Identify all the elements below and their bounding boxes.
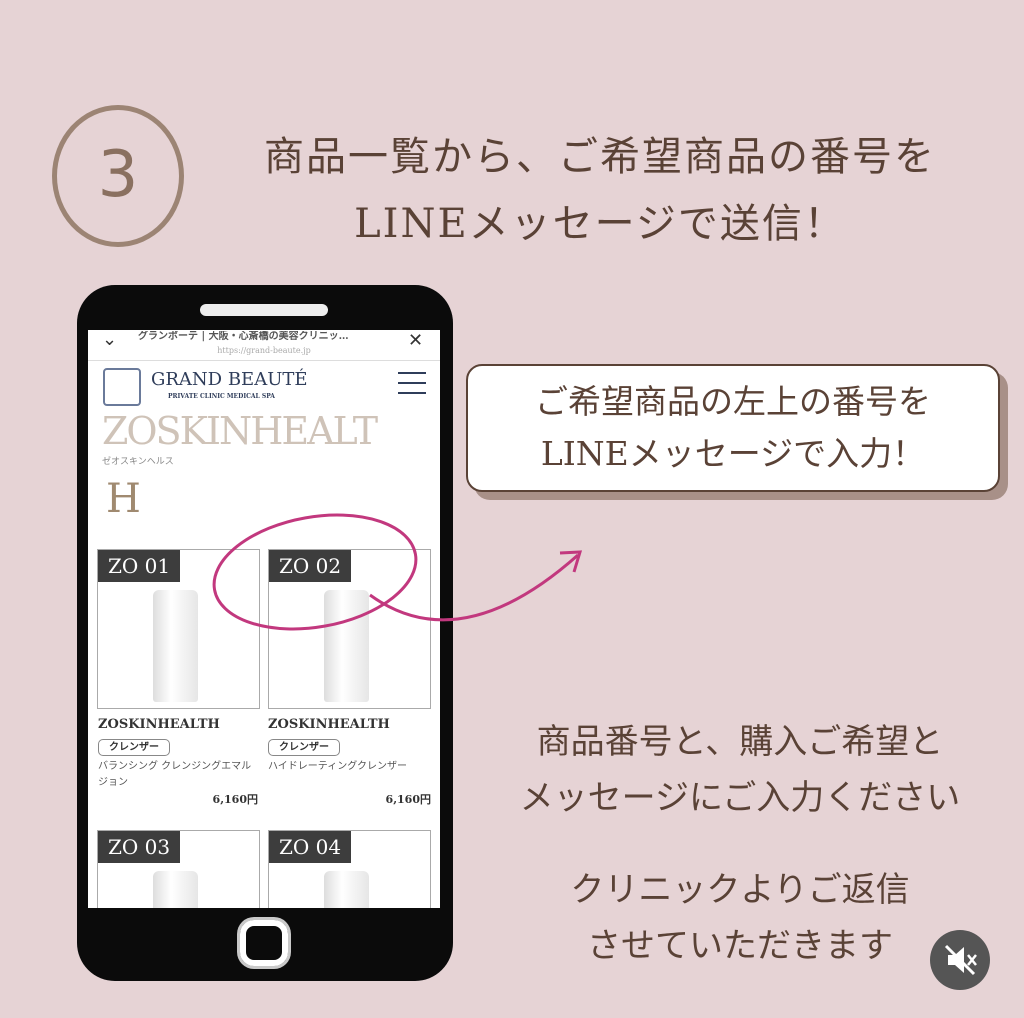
product-image (324, 871, 369, 908)
arrow-head (559, 550, 583, 573)
product-name[interactable]: バランシング クレンジングエマルジョン (98, 761, 252, 788)
logo-mark (103, 368, 141, 406)
subtitle: ゼオスキンヘルス (102, 457, 174, 467)
product-brand: ZOSKINHEALTH (98, 717, 220, 732)
product-image (324, 590, 369, 702)
browser-url[interactable]: https://grand-beaute.jp (217, 346, 311, 355)
product-code: ZO 02 (269, 550, 352, 582)
product-brand: ZOSKINHEALTH (268, 717, 390, 732)
bg-title: ZOSKINHEALT (102, 409, 378, 453)
category-badge: クレンザー (268, 739, 340, 756)
product-name[interactable]: ハイドレーティングクレンザー (268, 761, 407, 772)
home-button[interactable] (240, 920, 288, 966)
product-card[interactable]: ZO 02 (268, 549, 431, 709)
product-code: ZO 03 (98, 831, 181, 863)
category-badge: クレンザー (98, 739, 170, 756)
instruction-line1: 商品番号と、購入ご希望と (536, 722, 944, 762)
phone-speaker (200, 304, 328, 316)
menu-icon[interactable] (398, 372, 426, 394)
product-card[interactable]: ZO 03 (97, 830, 260, 908)
product-card[interactable]: ZO 01 (97, 549, 260, 709)
product-price: 6,160円 (212, 793, 258, 806)
divider (88, 360, 440, 361)
browser-title: グランボーテ | 大阪・心斎橋の美容クリニッ… (138, 331, 349, 342)
product-code: ZO 01 (98, 550, 181, 582)
step-number-circle: 3 (52, 105, 184, 247)
phone-screen: ⌄ グランボーテ | 大阪・心斎橋の美容クリニッ… https://grand-… (88, 330, 440, 908)
instruction-line4: させていただきます (587, 926, 893, 966)
product-code: ZO 04 (269, 831, 352, 863)
chevron-down-icon[interactable]: ⌄ (102, 330, 118, 350)
speaker-muted-icon[interactable] (930, 930, 990, 990)
product-image (153, 590, 198, 702)
bubble-line2: LINEメッセージで入力！ (540, 434, 926, 473)
section-letter: H (106, 476, 141, 522)
instruction-line3: クリニックよりご返信 (570, 870, 910, 910)
close-icon[interactable]: ✕ (408, 330, 424, 351)
product-price: 6,160円 (385, 793, 431, 806)
heading-line1: 商品一覧から、ご希望商品の番号を (264, 134, 936, 180)
logo-sub: PRIVATE CLINIC MEDICAL SPA (168, 393, 275, 400)
instruction-line2: メッセージにご入力ください (519, 778, 961, 818)
product-card[interactable]: ZO 04 (268, 830, 431, 908)
bubble-line1: ご希望商品の左上の番号を (535, 382, 931, 421)
speech-bubble: ご希望商品の左上の番号を LINEメッセージで入力！ (466, 364, 1000, 492)
logo-name[interactable]: GRAND BEAUTÉ (151, 369, 308, 390)
heading-line2: LINEメッセージで送信！ (354, 201, 846, 247)
product-image (153, 871, 198, 908)
